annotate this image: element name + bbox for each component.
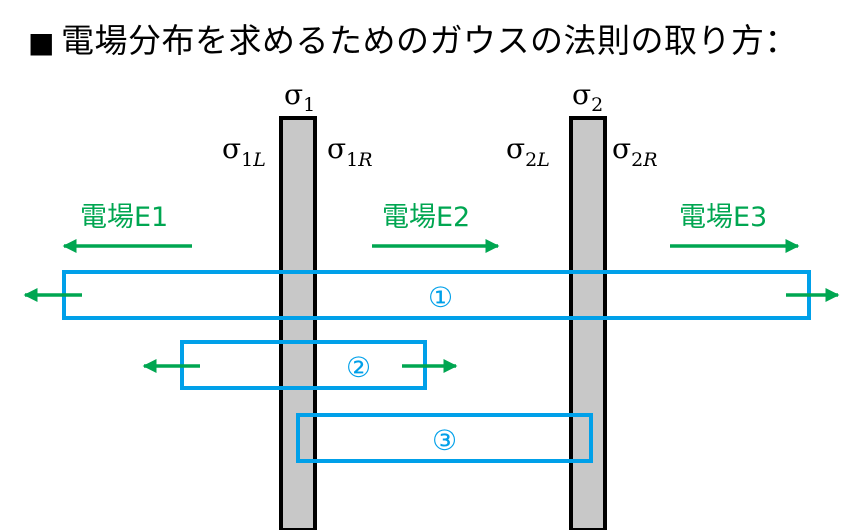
title-text: 電場分布を求めるためのガウスの法則の取り方： bbox=[60, 21, 798, 60]
field-e3-label: 電場E3 bbox=[679, 202, 767, 233]
field-e2-label: 電場E2 bbox=[382, 202, 470, 233]
gaussian-surface-2-label: ② bbox=[346, 351, 371, 384]
gaussian-surface-3-label: ③ bbox=[432, 424, 457, 457]
plate-1-charge-label: σ1 bbox=[284, 78, 315, 116]
plate-2-charge-label: σ2 bbox=[572, 78, 603, 116]
slide-title: ■電場分布を求めるためのガウスの法則の取り方： bbox=[28, 14, 798, 62]
gaussian-surface-3 bbox=[296, 413, 593, 463]
plate-1 bbox=[279, 116, 317, 530]
plate-1-left-charge-label: σ1L bbox=[222, 132, 266, 171]
plate-2-left-charge-label: σ2L bbox=[506, 132, 550, 171]
plate-2-right-charge-label: σ2R bbox=[612, 132, 658, 171]
square-bullet-icon: ■ bbox=[28, 26, 55, 59]
plate-2 bbox=[569, 116, 607, 530]
plate-1-right-charge-label: σ1R bbox=[327, 132, 373, 171]
gaussian-surface-1-label: ① bbox=[428, 281, 453, 314]
field-e1-label: 電場E1 bbox=[80, 202, 168, 233]
